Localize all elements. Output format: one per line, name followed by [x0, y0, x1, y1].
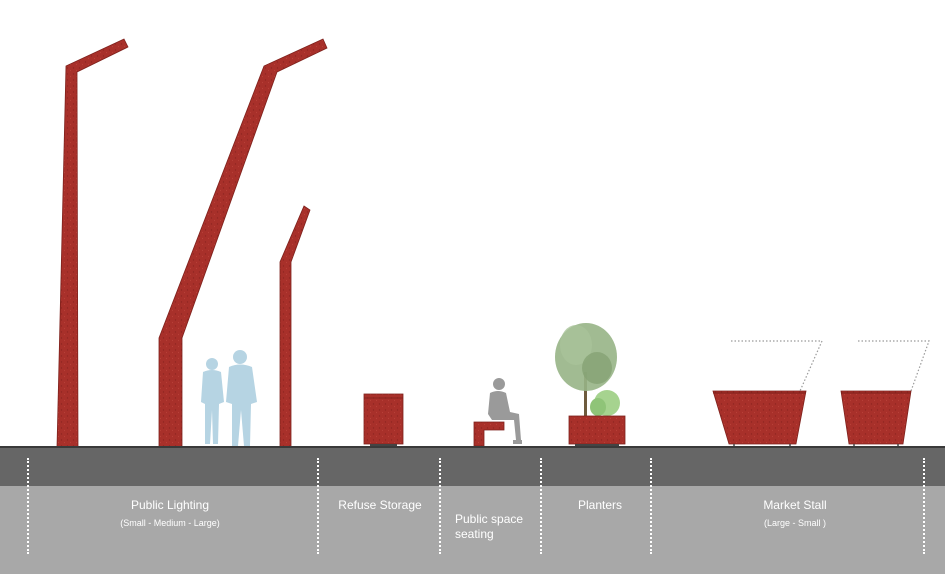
- medium-light-pole: [158, 38, 328, 448]
- pedestrian-figures: [201, 350, 257, 446]
- large-light-pole: [56, 38, 129, 448]
- category-refuse-storage: Refuse Storage: [330, 498, 430, 513]
- ground-band: [0, 447, 945, 486]
- bench-seat: [473, 421, 505, 447]
- small-light-pole: [279, 205, 311, 448]
- category-divider: [317, 458, 319, 554]
- market-stall-large: [712, 340, 823, 447]
- category-label: Public space seating: [455, 512, 524, 541]
- category-divider: [27, 458, 29, 554]
- refuse-storage-bin: [363, 393, 404, 447]
- category-label: Refuse Storage: [338, 498, 422, 512]
- category-label: Market Stall: [763, 498, 827, 512]
- category-divider: [923, 458, 925, 554]
- category-planters: Planters: [555, 498, 645, 513]
- category-public-space-seating: Public space seating: [455, 497, 535, 542]
- category-divider: [540, 458, 542, 554]
- category-sublabel: (Large - Small ): [763, 518, 826, 528]
- category-market-stall: Market Stall (Large - Small ): [710, 498, 880, 531]
- category-sublabel: (Small - Medium - Large): [120, 518, 220, 528]
- category-public-lighting: Public Lighting (Small - Medium - Large): [60, 498, 280, 531]
- category-label: Public Lighting: [130, 498, 210, 512]
- tree: [555, 323, 620, 418]
- category-label: Planters: [577, 498, 623, 512]
- planter-box: [568, 415, 626, 447]
- category-divider: [439, 458, 441, 554]
- label-band: [0, 486, 945, 574]
- category-divider: [650, 458, 652, 554]
- ground-line: [0, 446, 945, 448]
- seated-figure: [488, 378, 522, 444]
- market-stall-small: [840, 340, 930, 447]
